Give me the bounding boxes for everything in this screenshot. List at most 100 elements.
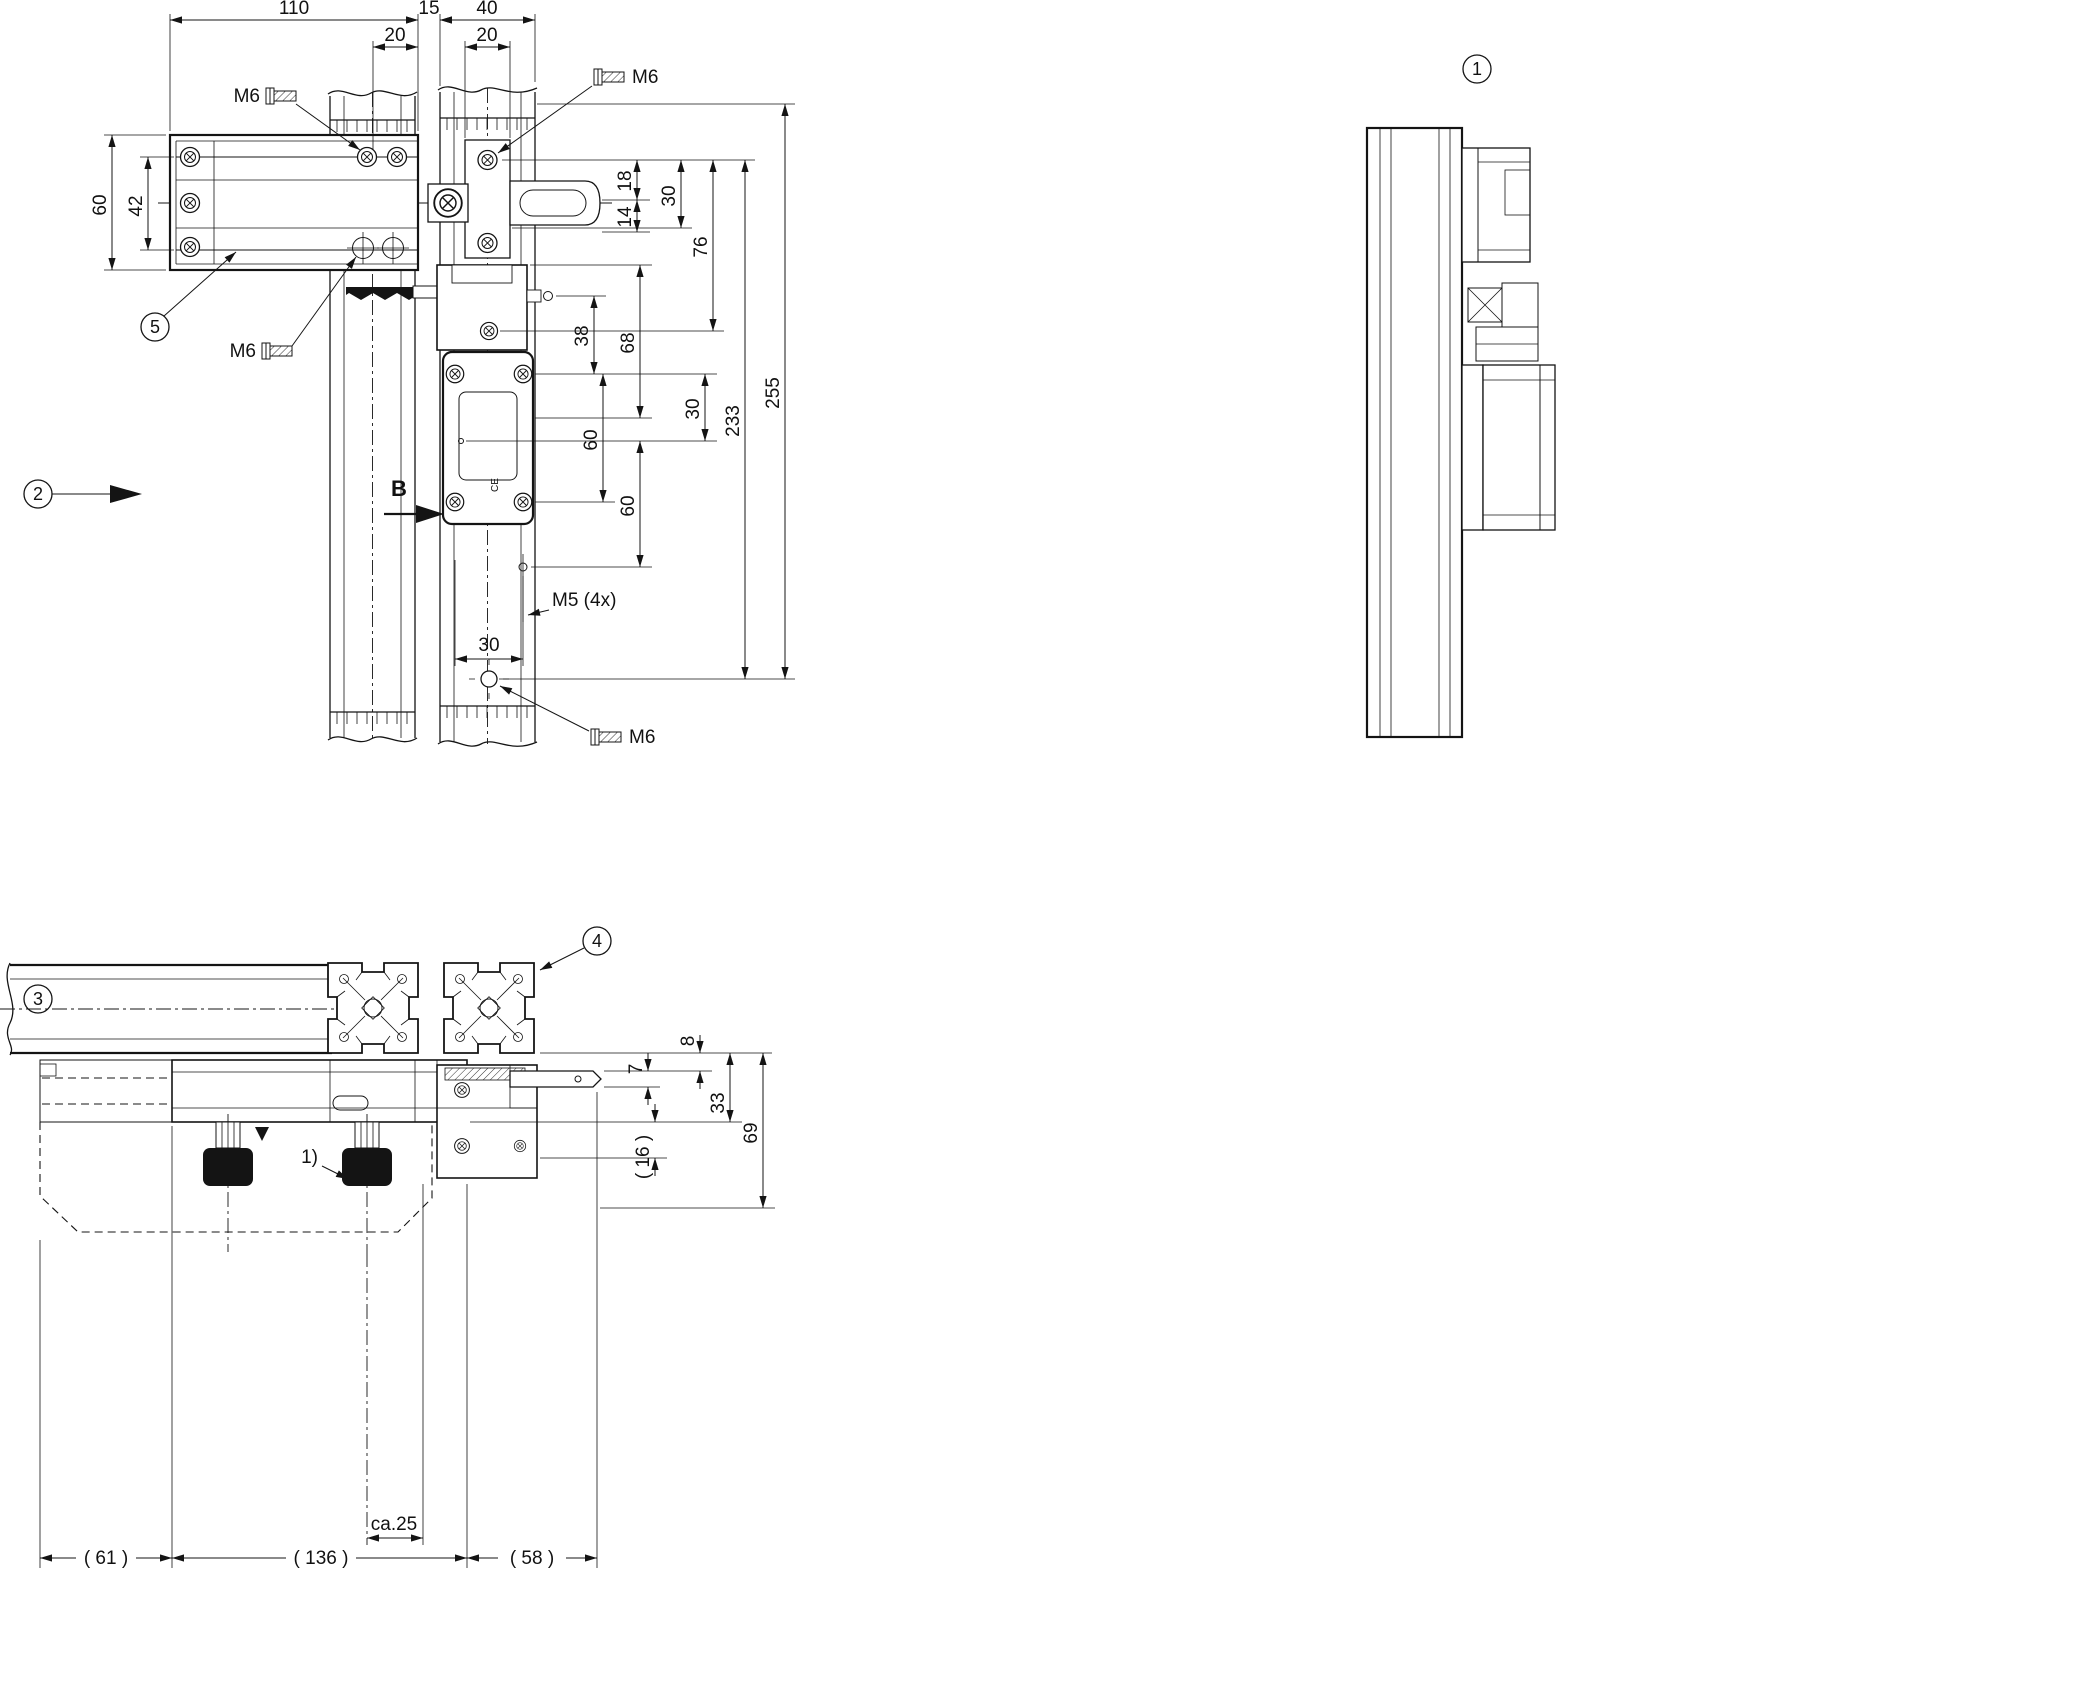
dim-8-label: 8: [678, 1036, 699, 1047]
dim-58-label: ( 58 ): [510, 1548, 554, 1569]
screw-icon: [479, 321, 499, 341]
callout-3-label: 3: [33, 989, 43, 1009]
section-arrow-icon: [416, 505, 444, 523]
break-line: [437, 740, 538, 747]
callout-4: 4: [539, 926, 612, 971]
actuator-assembly: [464, 139, 601, 259]
dim-233-label: 233: [723, 405, 744, 437]
front-dimensions: 110 15 40 20 20 60 42: [23, 0, 795, 748]
m6-label: M6: [230, 341, 256, 362]
callout-5: 5: [140, 251, 237, 342]
section-b-arrow: B: [384, 476, 444, 523]
m6-callout-mid-left: M6: [230, 256, 357, 362]
m6-label: M6: [629, 727, 655, 748]
m6-label: M6: [632, 67, 658, 88]
screw-icon: [179, 192, 201, 214]
profile-side: [1365, 126, 1464, 739]
dim-40-label: 40: [476, 0, 497, 19]
mounting-base: 1): [39, 1059, 468, 1252]
screw-icon: [356, 146, 378, 168]
switch-body: [441, 350, 535, 526]
dim-110-label: 110: [279, 0, 309, 19]
screw-icon: [454, 1082, 470, 1098]
screw-icon: [513, 492, 533, 512]
view-arrow-icon: [110, 485, 142, 503]
callout-3: 3: [23, 984, 53, 1014]
m6-callout-top-left: M6: [234, 86, 361, 151]
press-arrow-icon: [255, 1127, 269, 1141]
screw-glyph-icon: [593, 68, 625, 86]
bottom-view: 3 4: [0, 926, 775, 1570]
horizontal-profile: [168, 133, 420, 272]
screw-glyph-icon: [261, 342, 293, 360]
dim-30-mid-label: 30: [683, 398, 704, 419]
clamp-claw: [346, 285, 440, 300]
screw-icon: [386, 146, 408, 168]
dim-60-lower-label: 60: [618, 495, 639, 516]
callout-1-label: 1: [1472, 59, 1482, 79]
screw-icon: [477, 149, 498, 171]
dim-60-left-label: 60: [90, 194, 111, 215]
actuator-tongue-section: [509, 1070, 602, 1088]
m6-hole: [480, 670, 498, 688]
dim-20-right-label: 20: [476, 25, 497, 46]
section-b-label: B: [391, 476, 407, 501]
dim-76-label: 76: [691, 236, 712, 257]
actuator-tongue: [509, 180, 601, 226]
dim-136-label: ( 136 ): [294, 1548, 349, 1569]
break-line: [327, 736, 418, 743]
front-view: CE 110 15 40 20 20 60 42: [23, 0, 795, 748]
screw-icon: [179, 146, 201, 168]
dim-30-top-label: 30: [659, 185, 680, 206]
m6-callout-bottom: M6: [499, 685, 655, 748]
callout-5-label: 5: [150, 317, 160, 337]
screw-icon: [513, 364, 533, 384]
extrusion-section: [443, 962, 535, 1054]
screw-icon: [477, 232, 498, 254]
clamp-knob[interactable]: [342, 1148, 392, 1186]
screw-glyph-icon: [265, 87, 297, 105]
release-pin: [543, 291, 553, 301]
break-line: [437, 86, 538, 93]
m5-label: M5 (4x): [552, 590, 616, 611]
screw-icon: [513, 1139, 527, 1153]
dim-69-label: 69: [741, 1122, 762, 1143]
dim-14-label: 14: [615, 206, 636, 228]
dim-42-label: 42: [126, 195, 147, 216]
screw-icon: [445, 364, 465, 384]
screw-icon: [433, 188, 463, 218]
callout-2-label: 2: [33, 484, 43, 504]
switch-side: [1461, 364, 1556, 531]
m6-label: M6: [234, 86, 260, 107]
dim-68-label: 68: [618, 332, 639, 353]
callout-1: 1: [1462, 54, 1492, 84]
safety-switch: CE: [436, 264, 553, 699]
extrusion-section: [327, 962, 419, 1054]
screw-icon: [454, 1138, 470, 1154]
dim-60-upper-label: 60: [581, 429, 602, 450]
dim-16-label: ( 16 ): [633, 1135, 654, 1179]
break-line: [327, 90, 418, 97]
ce-mark: CE: [490, 478, 501, 492]
dim-ca25-label: ca.25: [371, 1514, 417, 1535]
t-bolt: [427, 183, 469, 223]
bracket-side: [1461, 147, 1531, 263]
bottom-dimensions: 8 7 33 69 ( 16 ) ca.25 (: [39, 1035, 775, 1570]
screw-icon: [179, 236, 201, 258]
callout-2: 2: [23, 479, 142, 509]
side-view: 1: [1365, 54, 1556, 739]
dim-20-left-label: 20: [384, 25, 405, 46]
dim-38-label: 38: [572, 325, 593, 346]
callout-4-label: 4: [592, 931, 602, 951]
dim-30-bottom-label: 30: [478, 635, 499, 656]
dim-33-label: 33: [708, 1092, 729, 1113]
dim-255-label: 255: [763, 377, 784, 409]
dim-18-label: 18: [615, 170, 636, 191]
screw-glyph-icon: [590, 728, 622, 746]
note-1-label: 1): [301, 1147, 318, 1168]
clamp-knob[interactable]: [203, 1148, 253, 1186]
screw-icon: [445, 492, 465, 512]
housing-outline: [39, 1122, 433, 1233]
